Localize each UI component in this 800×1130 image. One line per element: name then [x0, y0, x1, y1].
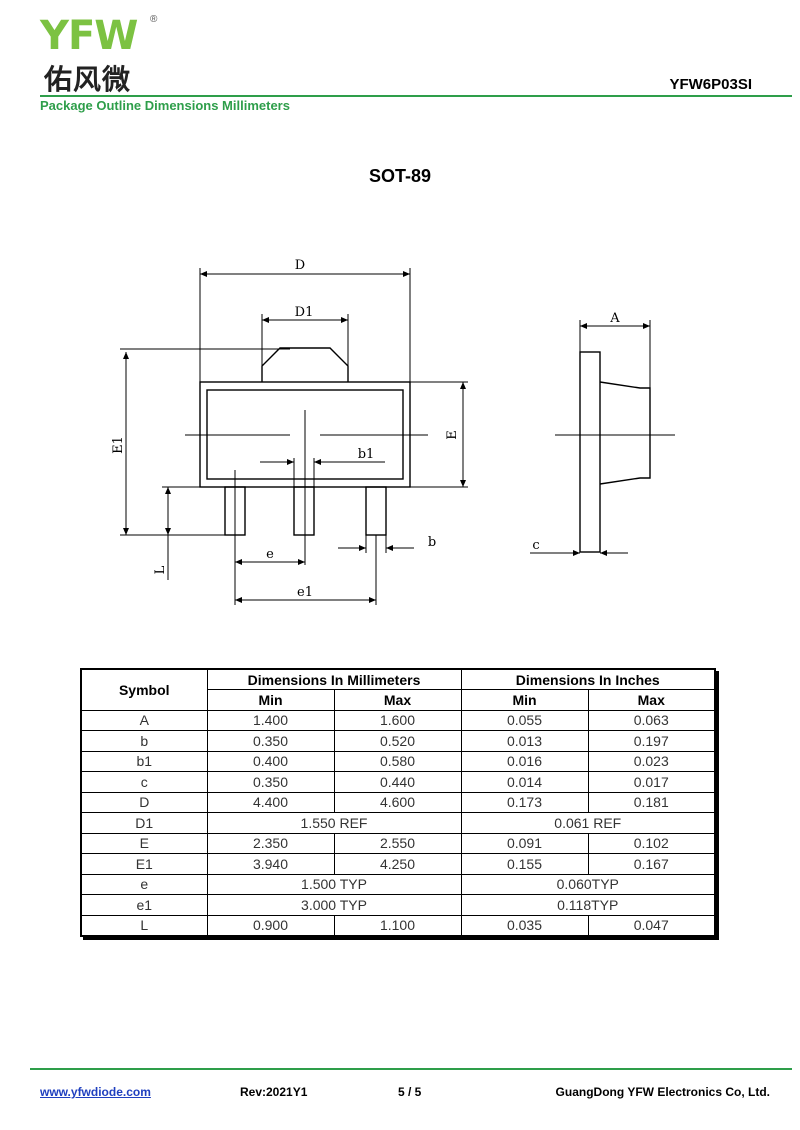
- revision: Rev:2021Y1: [240, 1085, 308, 1099]
- cell-in-min: 0.055: [460, 709, 589, 731]
- cell-mm-min: 3.940: [206, 853, 335, 875]
- website-link[interactable]: www.yfwdiode.com: [40, 1085, 151, 1099]
- cell-symbol: c: [80, 771, 208, 793]
- cell-mm-min: 0.350: [206, 771, 335, 793]
- label-c: c: [532, 538, 539, 553]
- cell-mm-max: 0.520: [333, 730, 462, 752]
- cell-mm-span: 3.000 TYP: [206, 894, 462, 916]
- label-b1: b1: [358, 447, 375, 462]
- table-row: b 0.350 0.520 0.013 0.197: [80, 730, 716, 752]
- registered-mark: ®: [150, 14, 158, 25]
- table-row: E 2.350 2.550 0.091 0.102: [80, 832, 716, 854]
- cell-mm-max: 1.100: [333, 914, 462, 936]
- cell-symbol: D: [80, 791, 208, 813]
- table-row: E1 3.940 4.250 0.155 0.167: [80, 853, 716, 875]
- table-row: c 0.350 0.440 0.014 0.017: [80, 771, 716, 793]
- cell-in-min: 0.173: [460, 791, 589, 813]
- col-mm-min: Min: [206, 689, 335, 711]
- col-in-min: Min: [460, 689, 589, 711]
- side-body: [599, 381, 651, 485]
- cell-symbol: D1: [80, 812, 208, 834]
- cell-in-min: 0.016: [460, 750, 589, 772]
- col-mm-max: Max: [333, 689, 462, 711]
- cell-mm-max: 0.440: [333, 771, 462, 793]
- cell-symbol: b: [80, 730, 208, 752]
- table-row: e1 3.000 TYP 0.118TYP: [80, 894, 716, 916]
- label-A: A: [609, 311, 620, 326]
- cell-in-span: 0.061 REF: [460, 812, 716, 834]
- cell-mm-min: 1.400: [206, 709, 335, 731]
- label-E1: E1: [111, 436, 126, 454]
- cell-mm-min: 2.350: [206, 832, 335, 854]
- table-row: L 0.900 1.100 0.035 0.047: [80, 914, 716, 936]
- cell-in-max: 0.023: [587, 750, 716, 772]
- label-L: L: [153, 565, 168, 574]
- tab-d1: [261, 347, 349, 382]
- cell-in-max: 0.063: [587, 709, 716, 731]
- cell-symbol: b1: [80, 750, 208, 772]
- cell-symbol: L: [80, 914, 208, 936]
- table-row: A 1.400 1.600 0.055 0.063: [80, 709, 716, 731]
- cell-in-min: 0.091: [460, 832, 589, 854]
- cell-symbol: E: [80, 832, 208, 854]
- logo-chinese-name: 佑风微: [44, 63, 132, 96]
- footer-divider: [30, 1068, 792, 1070]
- col-in-max: Max: [587, 689, 716, 711]
- label-e1: e1: [297, 585, 313, 600]
- logo-text: YFW: [40, 13, 138, 59]
- dimensions-table: Symbol Dimensions In Millimeters Dimensi…: [80, 668, 716, 937]
- cell-mm-min: 4.400: [206, 791, 335, 813]
- company-logo: YFW ® 佑风微: [40, 13, 160, 96]
- label-b: b: [428, 535, 436, 550]
- table-row: e 1.500 TYP 0.060TYP: [80, 873, 716, 895]
- cell-in-min: 0.155: [460, 853, 589, 875]
- cell-symbol: E1: [80, 853, 208, 875]
- col-symbol: Symbol: [80, 668, 208, 711]
- page-number: 5 / 5: [398, 1085, 422, 1099]
- cell-mm-min: 0.350: [206, 730, 335, 752]
- table-row: D1 1.550 REF 0.061 REF: [80, 812, 716, 834]
- label-D: D: [295, 258, 305, 273]
- cell-mm-max: 4.250: [333, 853, 462, 875]
- cell-in-span: 0.118TYP: [460, 894, 716, 916]
- label-e: e: [266, 547, 274, 562]
- cell-symbol: e1: [80, 894, 208, 916]
- cell-mm-span: 1.550 REF: [206, 812, 462, 834]
- part-number: YFW6P03SI: [669, 76, 752, 93]
- cell-mm-max: 1.600: [333, 709, 462, 731]
- cell-mm-min: 0.400: [206, 750, 335, 772]
- cell-in-max: 0.181: [587, 791, 716, 813]
- lead-right: [365, 486, 387, 536]
- package-outline-drawing: D D1 E1 E b1 L e b e1 A c: [111, 258, 675, 605]
- cell-in-span: 0.060TYP: [460, 873, 716, 895]
- cell-in-min: 0.013: [460, 730, 589, 752]
- company-name: GuangDong YFW Electronics Co, Ltd.: [555, 1085, 770, 1099]
- cell-symbol: A: [80, 709, 208, 731]
- col-mm: Dimensions In Millimeters: [206, 668, 462, 690]
- lead-center: [293, 486, 315, 536]
- section-subtitle: Package Outline Dimensions Millimeters: [40, 98, 290, 113]
- cell-mm-max: 4.600: [333, 791, 462, 813]
- cell-in-max: 0.017: [587, 771, 716, 793]
- table-row: D 4.400 4.600 0.173 0.181: [80, 791, 716, 813]
- cell-in-min: 0.035: [460, 914, 589, 936]
- cell-in-max: 0.197: [587, 730, 716, 752]
- label-D1: D1: [295, 305, 314, 320]
- cell-mm-max: 0.580: [333, 750, 462, 772]
- cell-in-max: 0.167: [587, 853, 716, 875]
- side-lead: [579, 351, 601, 553]
- col-in: Dimensions In Inches: [460, 668, 716, 690]
- package-title: SOT-89: [368, 166, 432, 186]
- cell-mm-min: 0.900: [206, 914, 335, 936]
- cell-in-min: 0.014: [460, 771, 589, 793]
- cell-in-max: 0.102: [587, 832, 716, 854]
- cell-symbol: e: [80, 873, 208, 895]
- cell-mm-max: 2.550: [333, 832, 462, 854]
- label-E: E: [445, 430, 460, 440]
- cell-in-max: 0.047: [587, 914, 716, 936]
- header-divider: [40, 95, 792, 97]
- cell-mm-span: 1.500 TYP: [206, 873, 462, 895]
- table-row: b1 0.400 0.580 0.016 0.023: [80, 750, 716, 772]
